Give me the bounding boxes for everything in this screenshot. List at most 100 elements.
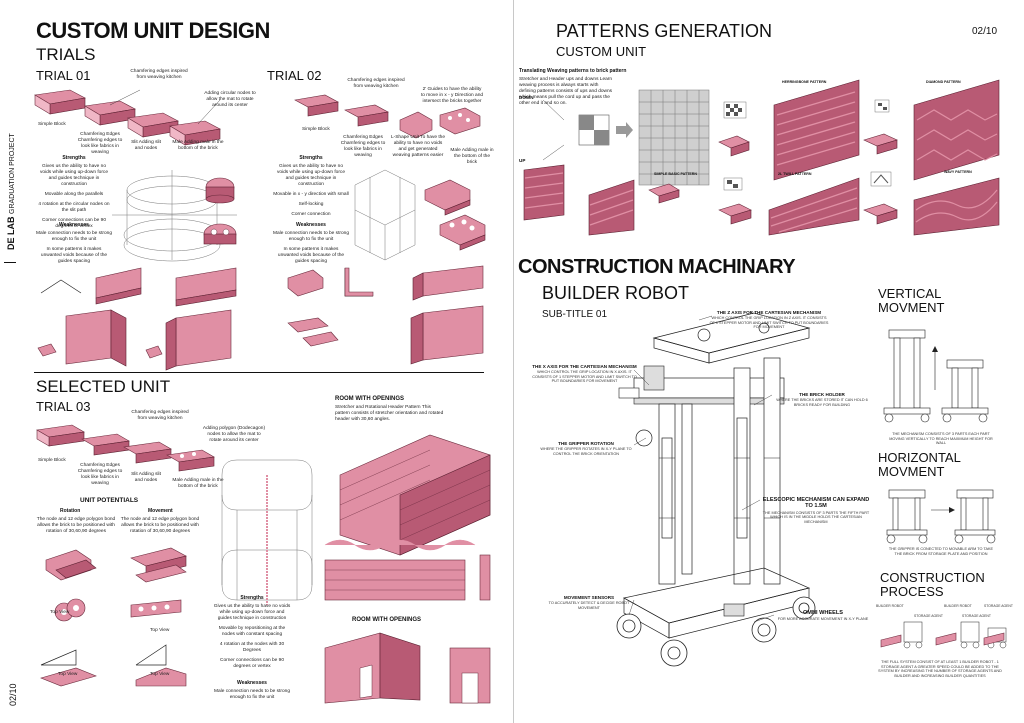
trial01-weaknesses-1: Male connection needs to be strong enoug…: [36, 231, 113, 242]
vertical-title: VERTICAL MOVMENT: [878, 286, 945, 316]
trial02-chamfering: Chamfering Edges Chamfering edges to loo…: [340, 135, 386, 158]
trial03-strengths-1: Gives us the ability to have no voids wh…: [213, 604, 291, 621]
trial02-simple-block: Simple Block: [302, 127, 330, 132]
robot-subtitle: SUB-TITLE 01: [542, 309, 608, 320]
trial02-wall-studies: [287, 265, 484, 365]
weaving-title: Translating Weaving patterns to brick pa…: [519, 68, 627, 74]
gripper-text: WHERE THE GRIPPER ROTATES IN X-Y PLANE T…: [540, 447, 632, 456]
trial02-strengths: Strengths Gives us the ability to have n…: [273, 155, 349, 218]
left-page-title: CUSTOM UNIT DESIGN: [36, 18, 270, 43]
gripper-title: THE GRIPPER ROTATION: [558, 441, 614, 446]
trial01-strengths-4: Corner connections can be 90 degrees or …: [42, 217, 106, 229]
robot-title: BUILDER ROBOT: [542, 283, 690, 303]
trial03-male: Male Adding male in the bottom of the br…: [172, 478, 224, 489]
telescopic-callout: ELESCOPIC MECHANISM CAN EXPAND TO 1.5M T…: [760, 497, 872, 524]
trial03-room-wireframe: [221, 459, 313, 605]
trial01-chamfering: Chamfering Edges Chamfering edges to loo…: [77, 132, 123, 155]
trial03-strengths-title: Strengths: [240, 595, 264, 601]
top-view-label-4: Top View: [150, 672, 170, 677]
trial01-wall-studies: [37, 267, 237, 371]
x-axis-text: WHICH CONTROL THE GRIP LOCATION IN X AXI…: [532, 370, 637, 384]
rotation-text: The node and 12 edge polygon bond allows…: [36, 517, 116, 534]
trial03-slit: Slit Adding slit and nodes: [131, 472, 161, 483]
patterns-board: [523, 79, 1000, 236]
trial01-weaknesses-title: Weaknesses: [59, 222, 89, 228]
trial03-callout-right: Adding polygon (Dodecagon) nodes to allo…: [202, 426, 266, 443]
horizontal-text: THE GRIPPER IS CONECTED TO MOVABLE ARM T…: [888, 547, 994, 556]
trial01-exploded-diagram: [112, 170, 237, 262]
trial01-brick-sequence: [34, 89, 221, 146]
pattern-twill-label: 2L TWILL PATTERN: [778, 172, 812, 176]
room2-wall-render: [324, 632, 491, 704]
z-axis-callout: THE Z AXIS FOR THE CARTESIAN MECHANISM W…: [709, 310, 829, 330]
omni-text: FOR MORE ACCURATE MOVEMENT IN X-Y PLANE: [777, 617, 869, 622]
room1-text: Stretcher and Rotational Header Pattern …: [335, 405, 444, 422]
z-axis-title: THE Z AXIS FOR THE CARTESIAN MECHANISM: [716, 310, 822, 315]
gripper-callout: THE GRIPPER ROTATION WHERE THE GRIPPER R…: [536, 441, 636, 456]
omni-title: OMNI WHEELS: [802, 610, 844, 616]
right-page-number: 02/10: [972, 26, 998, 37]
patterns-subtitle: CUSTOM UNIT: [556, 44, 647, 59]
side-label-bold: DE LAB: [6, 216, 16, 251]
pattern-simple-basic-label: SIMPLE BASIC PATTERN: [654, 172, 697, 176]
trial02-strengths-3: Self-locking: [298, 201, 324, 207]
trial02-strengths-1: Gives us the ability to have no voids wh…: [277, 164, 345, 187]
trial02-weaknesses-2: In some patterns it makes unwanted voids…: [277, 246, 345, 264]
trial02-strengths-title: Strengths: [299, 155, 323, 161]
trial03-callout-top: Chamfering edges inspired from weaving k…: [131, 410, 189, 421]
movement-text: The node and 12 edge polygon bond allows…: [120, 517, 200, 534]
trial03-weaknesses-title: Weaknesses: [237, 680, 267, 686]
unit-potentials-title: UNIT POTENTIALS: [80, 497, 139, 504]
side-label: DE LAB GRADUATION PROJECT: [6, 133, 16, 250]
process-label-1: BUILDER ROBOT: [876, 604, 904, 608]
robot-leader-lines: [628, 315, 775, 623]
process-text: THE FULL SYSTEM CONSIST OF AT LEAST 1 BU…: [878, 660, 1002, 678]
trial01-strengths: Strengths Gives us the ability to have n…: [36, 155, 112, 230]
room1-title: ROOM WITH OPENINGS: [335, 396, 404, 402]
trial03-weaknesses-1: Male connection needs to be strong enoug…: [213, 689, 290, 700]
trial01-strengths-3: 4 rotation at the circular nodes on the …: [38, 201, 110, 213]
trial03-weaknesses: Weaknesses Male connection needs to be s…: [212, 680, 292, 701]
trial01-male: Male Adding male in the bottom of the br…: [172, 140, 224, 151]
room2-title: ROOM WITH OPENINGS: [352, 617, 421, 623]
x-axis-title: THE X AXIS FOR THE CARTESIAN MECHANISM: [532, 364, 637, 369]
trial02-male: Male Adding male in the bottom of the br…: [450, 148, 494, 165]
movement-title: Movement: [148, 508, 173, 514]
builder-robot-drawing: [616, 312, 816, 667]
left-page: CUSTOM UNIT DESIGN TRIALS DE LAB GRADUAT…: [4, 18, 494, 706]
trial02-exploded-diagram: [354, 169, 416, 261]
pattern-diamond-label: DIAMOND PATTERN: [926, 80, 961, 84]
trial02-strengths-2: Movable in x - y direction with small: [273, 191, 349, 197]
trial02-weaknesses: Weaknesses Male connection needs to be s…: [273, 222, 349, 265]
trial01-strengths-1: Gives us the ability to have no voids wh…: [40, 164, 108, 187]
x-axis-callout: THE X AXIS FOR THE CARTESIAN MECHANISM W…: [532, 364, 637, 384]
up-label: UP: [519, 158, 526, 163]
top-view-label-3: Top View: [58, 672, 78, 677]
trial03-brick-sequence: [36, 424, 215, 472]
brick-holder-title: THE BRICK HOLDER: [799, 392, 845, 397]
trial03-strengths-2: Movable by repositioning at the nodes wi…: [218, 625, 286, 637]
telescopic-title: ELESCOPIC MECHANISM CAN EXPAND TO 1.5M: [762, 497, 870, 510]
left-page-number: 02/10: [8, 683, 18, 706]
trial02-weaknesses-1: Male connection needs to be strong enoug…: [273, 231, 350, 242]
room1-wall-render: [324, 434, 491, 601]
trial03-chamfering: Chamfering Edges Chamfering edges to loo…: [77, 463, 123, 486]
machinery-title: CONSTRUCTION MACHINARY: [518, 256, 796, 278]
trial01-strengths-2: Movable along the parallels: [44, 191, 104, 197]
trial01-callout-right: Adding circular nodes to allow the mat t…: [204, 91, 256, 108]
unit-potentials-diagrams: [40, 547, 187, 687]
trial01-slit: Slit Adding slit and nodes: [131, 140, 161, 151]
z-axis-text: WHICH CONTROL THE GRIP LOCATION IN Z AXI…: [709, 316, 829, 330]
trial02-unit-detail: [424, 179, 486, 251]
vertical-movement-drawing: [883, 329, 989, 423]
trials-title: TRIALS: [36, 45, 96, 64]
process-title: CONSTRUCTION PROCESS: [880, 570, 985, 600]
trial03-simple-block: Simple Block: [38, 458, 66, 463]
telescopic-text: THE MECHANISM CONSISTS OF 3 PARTS THE FI…: [762, 510, 870, 524]
sensors-callout: MOVEMENT SENSORS TO ACCURATELY DETECT & …: [544, 595, 634, 610]
trial02-brick-sequence: [294, 94, 481, 139]
weaving-text: Stretcher and Header ups and downs Learn…: [519, 77, 613, 106]
trial01-simple-block: Simple Block: [38, 122, 66, 127]
trial03-strengths-3: 4 rotation at the nodes with 30 Degrees: [219, 641, 285, 653]
sensors-text: TO ACCURATELY DETECT & DECIDE ROBOT MOVE…: [548, 601, 630, 610]
